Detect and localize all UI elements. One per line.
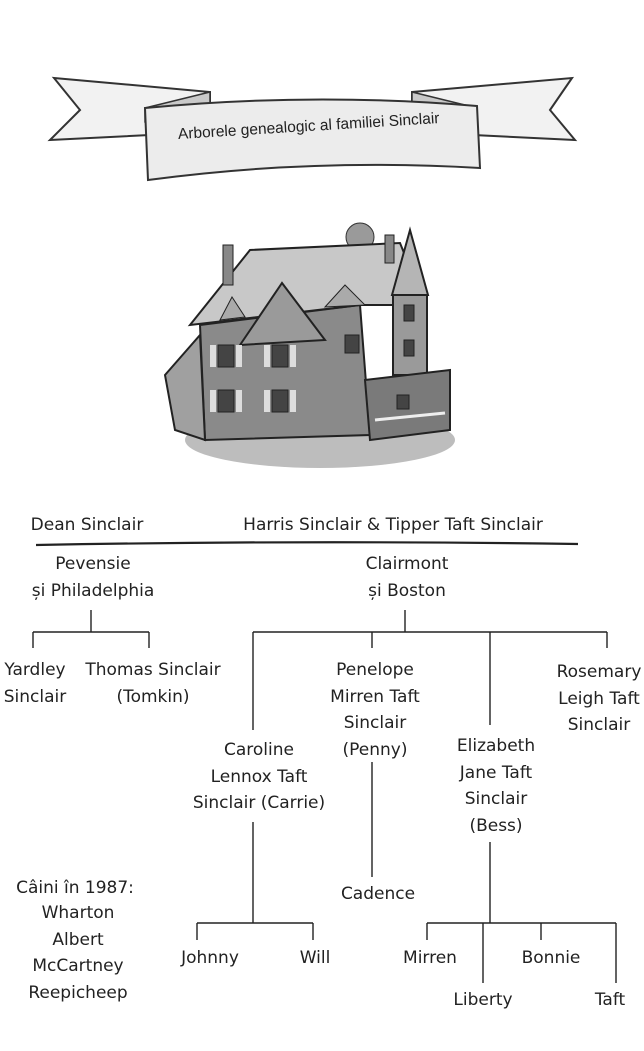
person-penelope-sinclair: Penelope Mirren Taft Sinclair (Penny) xyxy=(330,660,420,760)
ribbon-banner xyxy=(47,76,578,182)
person-mirren: Mirren xyxy=(403,948,457,968)
person-harris-tipper-sinclair: Harris Sinclair & Tipper Taft Sinclair xyxy=(243,515,543,535)
person-bonnie: Bonnie xyxy=(521,948,581,968)
person-rosemary-sinclair: Rosemary Leigh Taft Sinclair xyxy=(556,662,642,735)
person-caroline-sinclair: Caroline Lennox Taft Sinclair (Carrie) xyxy=(192,740,326,813)
house-illustration xyxy=(163,222,455,468)
places-harris: Clairmont și Boston xyxy=(365,554,449,601)
places-dean: Pevensie și Philadelphia xyxy=(31,554,155,601)
person-elizabeth-sinclair: Elizabeth Jane Taft Sinclair (Bess) xyxy=(456,736,536,836)
dogs-names: Wharton Albert McCartney Reepicheep xyxy=(28,903,128,1003)
person-taft: Taft xyxy=(594,990,626,1010)
person-will: Will xyxy=(299,948,331,968)
person-yardley-sinclair: Yardley Sinclair xyxy=(3,660,67,707)
person-thomas-sinclair: Thomas Sinclair (Tomkin) xyxy=(85,660,221,707)
person-cadence: Cadence xyxy=(340,884,416,904)
person-dean-sinclair: Dean Sinclair xyxy=(30,515,144,535)
person-liberty: Liberty xyxy=(453,990,513,1010)
dogs-title: Câini în 1987: xyxy=(16,878,134,898)
person-johnny: Johnny xyxy=(181,948,239,968)
